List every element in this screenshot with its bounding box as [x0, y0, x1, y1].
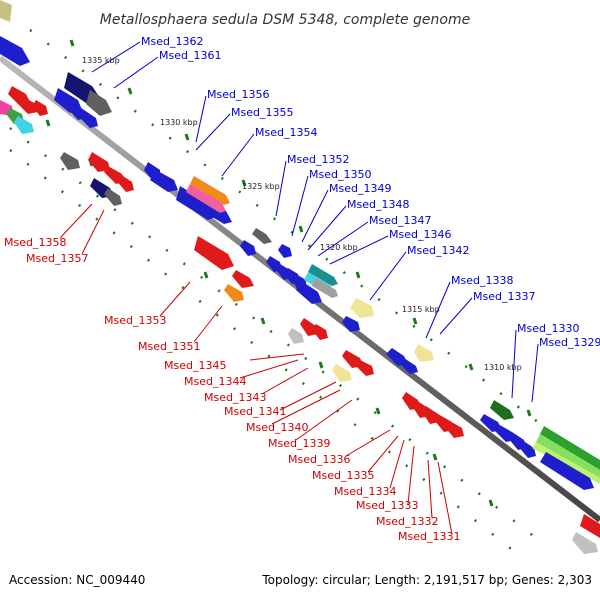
gene-label: Msed_1330: [517, 322, 579, 335]
gene-label: Msed_1352: [287, 153, 349, 166]
gene-label: Msed_1343: [204, 391, 266, 404]
gene-label: Msed_1354: [255, 126, 317, 139]
gene-label: Msed_1358: [4, 236, 66, 249]
gene-label: Msed_1340: [246, 421, 308, 434]
gene-label: Msed_1351: [138, 340, 200, 353]
gene-label: Msed_1353: [104, 314, 166, 327]
map-title: Metallosphaera sedula DSM 5348, complete…: [100, 12, 470, 28]
gene-label: Msed_1329: [539, 336, 600, 349]
scale-label: 1335 kbp: [82, 56, 120, 65]
lower-gene-leaders: [59, 203, 453, 535]
gene-label: Msed_1336: [288, 453, 350, 466]
gene-label: Msed_1349: [329, 182, 391, 195]
gene-label: Msed_1338: [451, 274, 513, 287]
lower-gene-labels: Msed_1358 Msed_1357 Msed_1353 Msed_1351 …: [4, 236, 460, 543]
gene-label: Msed_1357: [26, 252, 88, 265]
gene-label: Msed_1350: [309, 168, 371, 181]
scale-label: 1315 kbp: [402, 305, 440, 314]
gene-label: Msed_1337: [473, 290, 535, 303]
accession-text: Accession: NC_009440: [9, 573, 146, 587]
scale-labels: 1335 kbp 1330 kbp 1325 kbp 1320 kbp 1315…: [82, 56, 522, 372]
scale-label: 1325 kbp: [242, 182, 280, 191]
gene-label: Msed_1361: [159, 49, 221, 62]
upper-gene-labels: Msed_1362 Msed_1361 Msed_1356 Msed_1355 …: [141, 35, 600, 349]
gene-label: Msed_1331: [398, 530, 460, 543]
gene-label: Msed_1335: [312, 469, 374, 482]
gene-label: Msed_1346: [389, 228, 451, 241]
gene-label: Msed_1345: [164, 359, 226, 372]
reverse-strand-features: [0, 86, 600, 554]
gene-label: Msed_1332: [376, 515, 438, 528]
gene-label: Msed_1362: [141, 35, 203, 48]
gene-label: Msed_1355: [231, 106, 293, 119]
upper-gene-leaders: [91, 41, 539, 403]
scale-label: 1310 kbp: [484, 363, 522, 372]
gene-label: Msed_1348: [347, 198, 409, 211]
topology-text: Topology: circular; Length: 2,191,517 bp…: [262, 573, 592, 587]
gene-label: Msed_1342: [407, 244, 469, 257]
tick-marks-major: [45, 39, 532, 507]
gene-label: Msed_1334: [334, 485, 396, 498]
gene-label: Msed_1333: [356, 499, 418, 512]
gene-label: Msed_1356: [207, 88, 269, 101]
gene-label: Msed_1344: [184, 375, 246, 388]
gene-label: Msed_1347: [369, 214, 431, 227]
gene-label: Msed_1339: [268, 437, 330, 450]
forward-strand-features: [0, 0, 600, 490]
scale-label: 1320 kbp: [320, 243, 358, 252]
scale-label: 1330 kbp: [160, 118, 198, 127]
gene-label: Msed_1341: [224, 405, 286, 418]
